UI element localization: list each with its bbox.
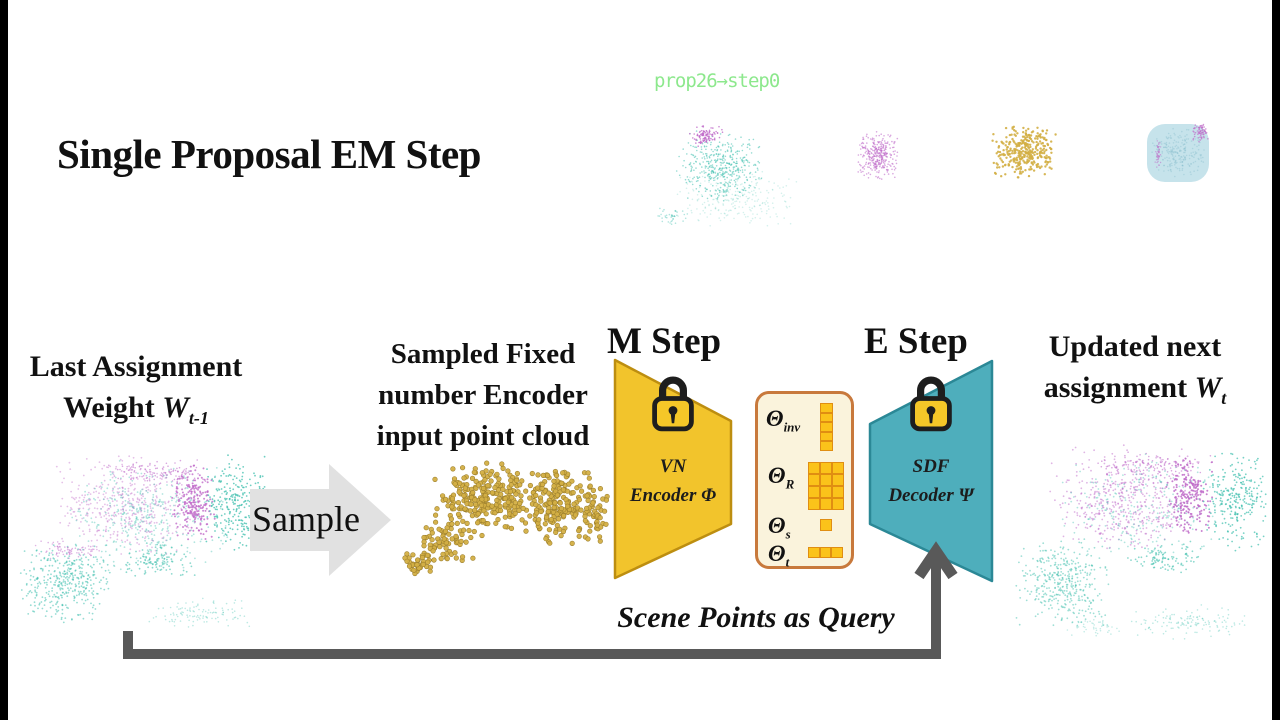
sample-arrow-label: Sample	[252, 499, 360, 539]
proposal-part-thumbnail-magenta	[857, 131, 899, 180]
last-assignment-point-cloud	[19, 454, 269, 628]
proposal-part-thumbnail-blue	[1147, 123, 1209, 182]
pose-parameters-box: Θinv ΘR Θs Θt	[755, 391, 854, 569]
m-step-title: M Step	[607, 321, 722, 362]
theta-s-label: Θs	[768, 513, 791, 542]
lock-icon	[649, 371, 697, 434]
last-assignment-label: Last Assignment Weight Wt-1	[15, 346, 257, 431]
feedback-arrow-head	[914, 541, 958, 580]
page-title: Single Proposal EM Step	[57, 131, 482, 177]
scene-points-query-label: Scene Points as Query	[617, 601, 895, 634]
last-assignment-line2: Weight Wt-1	[63, 391, 209, 429]
last-assignment-line1: Last Assignment	[29, 350, 243, 383]
vn-encoder-label: VN Encoder Φ	[629, 456, 717, 507]
sampled-input-point-cloud	[402, 460, 610, 577]
left-letterbox-bar	[0, 0, 8, 720]
feedback-arrow-shaft	[123, 556, 941, 659]
theta-inv-blocks	[820, 403, 833, 451]
theta-t-blocks	[808, 547, 843, 558]
lock-icon	[907, 371, 955, 434]
theta-t-label: Θt	[768, 541, 790, 570]
theta-s-blocks	[820, 519, 832, 531]
right-letterbox-bar	[1272, 0, 1280, 720]
theta-inv-label: Θinv	[766, 406, 801, 435]
sampled-cloud-label: Sampled Fixed number Encoder input point…	[376, 338, 590, 453]
sdf-decoder-label: SDF Decoder Ψ	[888, 456, 974, 507]
theta-r-label: ΘR	[768, 463, 795, 492]
proposal-part-thumbnail-gold	[991, 125, 1057, 179]
sample-block-arrow-icon	[250, 464, 391, 576]
proposal-scene-thumbnail	[657, 125, 798, 227]
updated-assignment-point-cloud	[1015, 444, 1267, 640]
theta-r-blocks	[808, 462, 844, 510]
updated-assignment-label: Updated next assignment Wt	[1043, 330, 1227, 409]
e-step-title: E Step	[864, 321, 968, 362]
proposal-step-label: prop26→step0	[654, 70, 780, 92]
